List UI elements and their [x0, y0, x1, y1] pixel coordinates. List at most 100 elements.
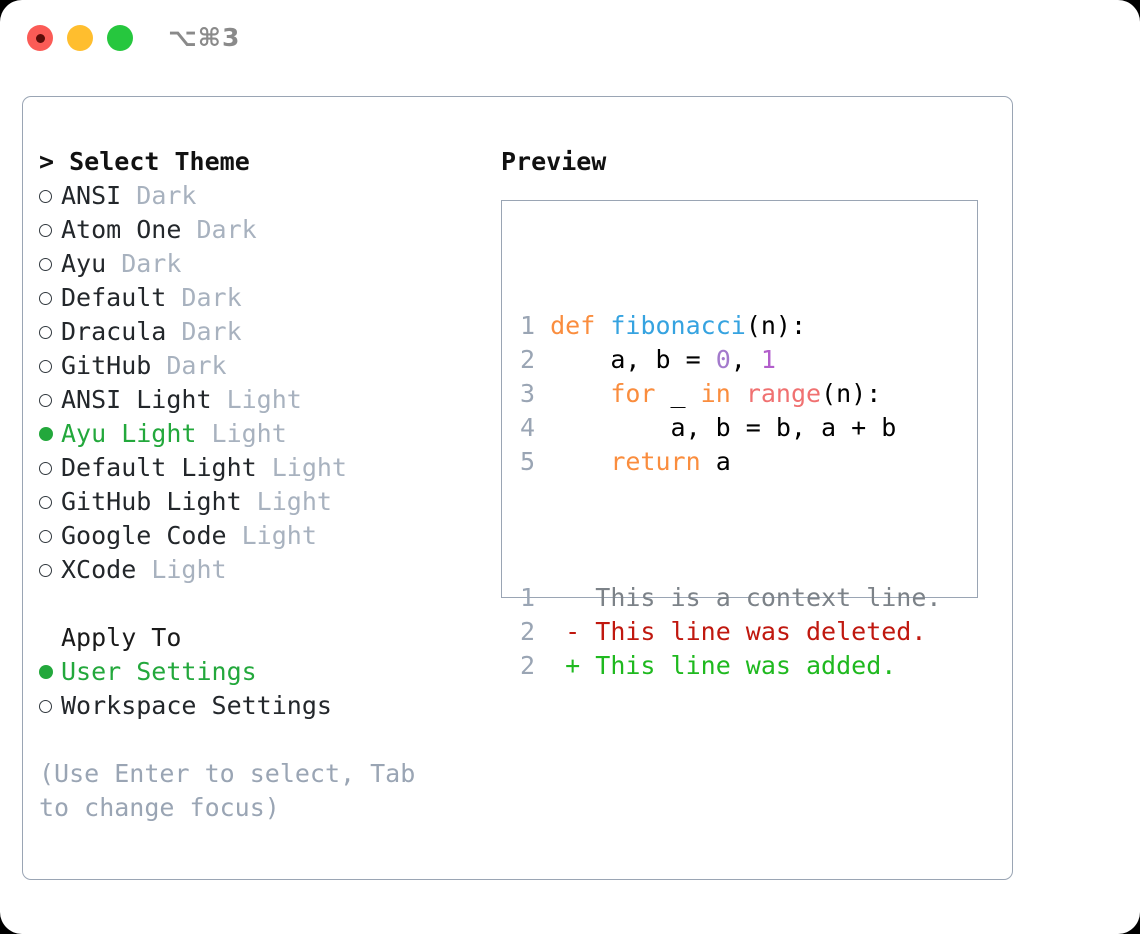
- theme-option-label: Atom One: [61, 215, 182, 244]
- preview-box: 1 def fibonacci(n): 2 a, b = 0, 1 3 for _ …: [501, 200, 978, 680]
- radio-mark: [39, 257, 52, 271]
- line-number: 2: [520, 345, 536, 374]
- theme-option-tag: Light: [196, 419, 287, 448]
- select-theme-title: Select Theme: [69, 147, 250, 176]
- preview-code: 1 def fibonacci(n): 2 a, b = 0, 1 3 for _ …: [520, 241, 941, 751]
- apply-to-option-0[interactable]: User Settings: [39, 655, 479, 689]
- line-number: 4: [520, 413, 536, 442]
- theme-option-4[interactable]: Dracula Dark: [39, 315, 479, 349]
- theme-option-label: GitHub: [61, 351, 152, 380]
- theme-option-label: Ayu: [61, 249, 107, 278]
- line-number: 1: [520, 311, 536, 340]
- theme-option-tag: Dark: [106, 249, 182, 278]
- line-number: 1: [520, 583, 536, 612]
- code-line-1: 2 a, b = 0, 1: [520, 345, 776, 374]
- theme-option-1[interactable]: Atom One Dark: [39, 213, 479, 247]
- radio-mark: [39, 699, 52, 713]
- radio-mark: [39, 665, 53, 679]
- line-number: 2: [520, 617, 536, 646]
- theme-option-8[interactable]: Default Light Light: [39, 451, 479, 485]
- diff-line-added: 2 + This line was added.: [520, 649, 941, 683]
- radio-unselected-icon: [39, 484, 61, 518]
- apply-to-option-label: User Settings: [61, 657, 257, 686]
- theme-option-tag: Light: [256, 453, 347, 482]
- theme-option-tag: Light: [211, 385, 302, 414]
- window-controls: [27, 25, 133, 51]
- theme-option-tag: Dark: [121, 181, 197, 210]
- diff-text: This line was added.: [595, 651, 897, 680]
- preview-column: Preview 1 def fibonacci(n):2 a, b = 0, 1…: [501, 145, 996, 680]
- radio-mark: [39, 393, 52, 407]
- radio-unselected-icon: [39, 450, 61, 484]
- diff-text: This is a context line.: [595, 583, 942, 612]
- theme-option-label: Default: [61, 283, 167, 312]
- radio-mark: [39, 189, 52, 203]
- diff-line-context: 1 This is a context line.: [520, 581, 941, 615]
- code-line-4: 5 return a: [520, 447, 731, 476]
- select-theme-heading: > Select Theme: [39, 145, 479, 179]
- theme-option-2[interactable]: Ayu Dark: [39, 247, 479, 281]
- code-line-0: 1 def fibonacci(n):: [520, 311, 807, 340]
- radio-unselected-icon: [39, 552, 61, 586]
- maximize-button[interactable]: [107, 25, 133, 51]
- theme-option-label: XCode: [61, 555, 137, 584]
- code-line-3: 4 a, b = b, a + b: [520, 413, 897, 442]
- theme-option-tag: Dark: [166, 283, 242, 312]
- theme-option-5[interactable]: GitHub Dark: [39, 349, 479, 383]
- diff-line-deleted: 2 - This line was deleted.: [520, 615, 941, 649]
- radio-mark: [39, 427, 53, 441]
- line-number: 5: [520, 447, 536, 476]
- radio-mark: [39, 223, 52, 237]
- radio-selected-icon: [39, 416, 61, 450]
- theme-option-label: Dracula: [61, 317, 167, 346]
- apply-to-option-label: Workspace Settings: [61, 691, 332, 720]
- code-sample: 1 def fibonacci(n): 2 a, b = 0, 1 3 for _ …: [520, 309, 941, 479]
- radio-unselected-icon: [39, 212, 61, 246]
- select-theme-heading-label: [54, 147, 69, 176]
- theme-option-label: GitHub Light: [61, 487, 242, 516]
- radio-mark: [39, 359, 52, 373]
- theme-option-6[interactable]: ANSI Light Light: [39, 383, 479, 417]
- radio-unselected-icon: [39, 518, 61, 552]
- diff-sample: 1 This is a context line.2 - This line w…: [520, 581, 941, 683]
- apply-to-option-1[interactable]: Workspace Settings: [39, 689, 479, 723]
- theme-option-11[interactable]: XCode Light: [39, 553, 479, 587]
- theme-option-0[interactable]: ANSI Dark: [39, 179, 479, 213]
- theme-option-label: Google Code: [61, 521, 227, 550]
- radio-mark: [39, 529, 52, 543]
- theme-option-tag: Dark: [166, 317, 242, 346]
- radio-unselected-icon: [39, 178, 61, 212]
- minimize-button[interactable]: [67, 25, 93, 51]
- theme-option-7[interactable]: Ayu Light Light: [39, 417, 479, 451]
- diff-marker: -: [535, 617, 596, 646]
- title-bar: ⌥⌘3: [0, 0, 1140, 78]
- radio-mark: [39, 461, 52, 475]
- theme-option-10[interactable]: Google Code Light: [39, 519, 479, 553]
- radio-mark: [39, 495, 52, 509]
- line-number: 2: [520, 651, 536, 680]
- theme-option-9[interactable]: GitHub Light Light: [39, 485, 479, 519]
- theme-option-tag: Light: [241, 487, 332, 516]
- section-spacer: [39, 587, 479, 621]
- hint-text: (Use Enter to select, Tab to change focu…: [39, 759, 416, 822]
- theme-option-tag: Dark: [151, 351, 227, 380]
- radio-unselected-icon: [39, 382, 61, 416]
- theme-option-label: ANSI: [61, 181, 122, 210]
- theme-option-3[interactable]: Default Dark: [39, 281, 479, 315]
- radio-mark: [39, 563, 52, 577]
- radio-selected-icon: [39, 654, 61, 688]
- diff-text: This line was deleted.: [595, 617, 927, 646]
- radio-unselected-icon: [39, 246, 61, 280]
- theme-option-tag: Light: [226, 521, 317, 550]
- close-button[interactable]: [27, 25, 53, 51]
- radio-unselected-icon: [39, 348, 61, 382]
- line-number: 3: [520, 379, 536, 408]
- code-line-2: 3 for _ in range(n):: [520, 379, 882, 408]
- theme-option-label: Ayu Light: [61, 419, 197, 448]
- apply-to-heading: Apply To: [61, 623, 182, 652]
- theme-option-tag: Dark: [181, 215, 257, 244]
